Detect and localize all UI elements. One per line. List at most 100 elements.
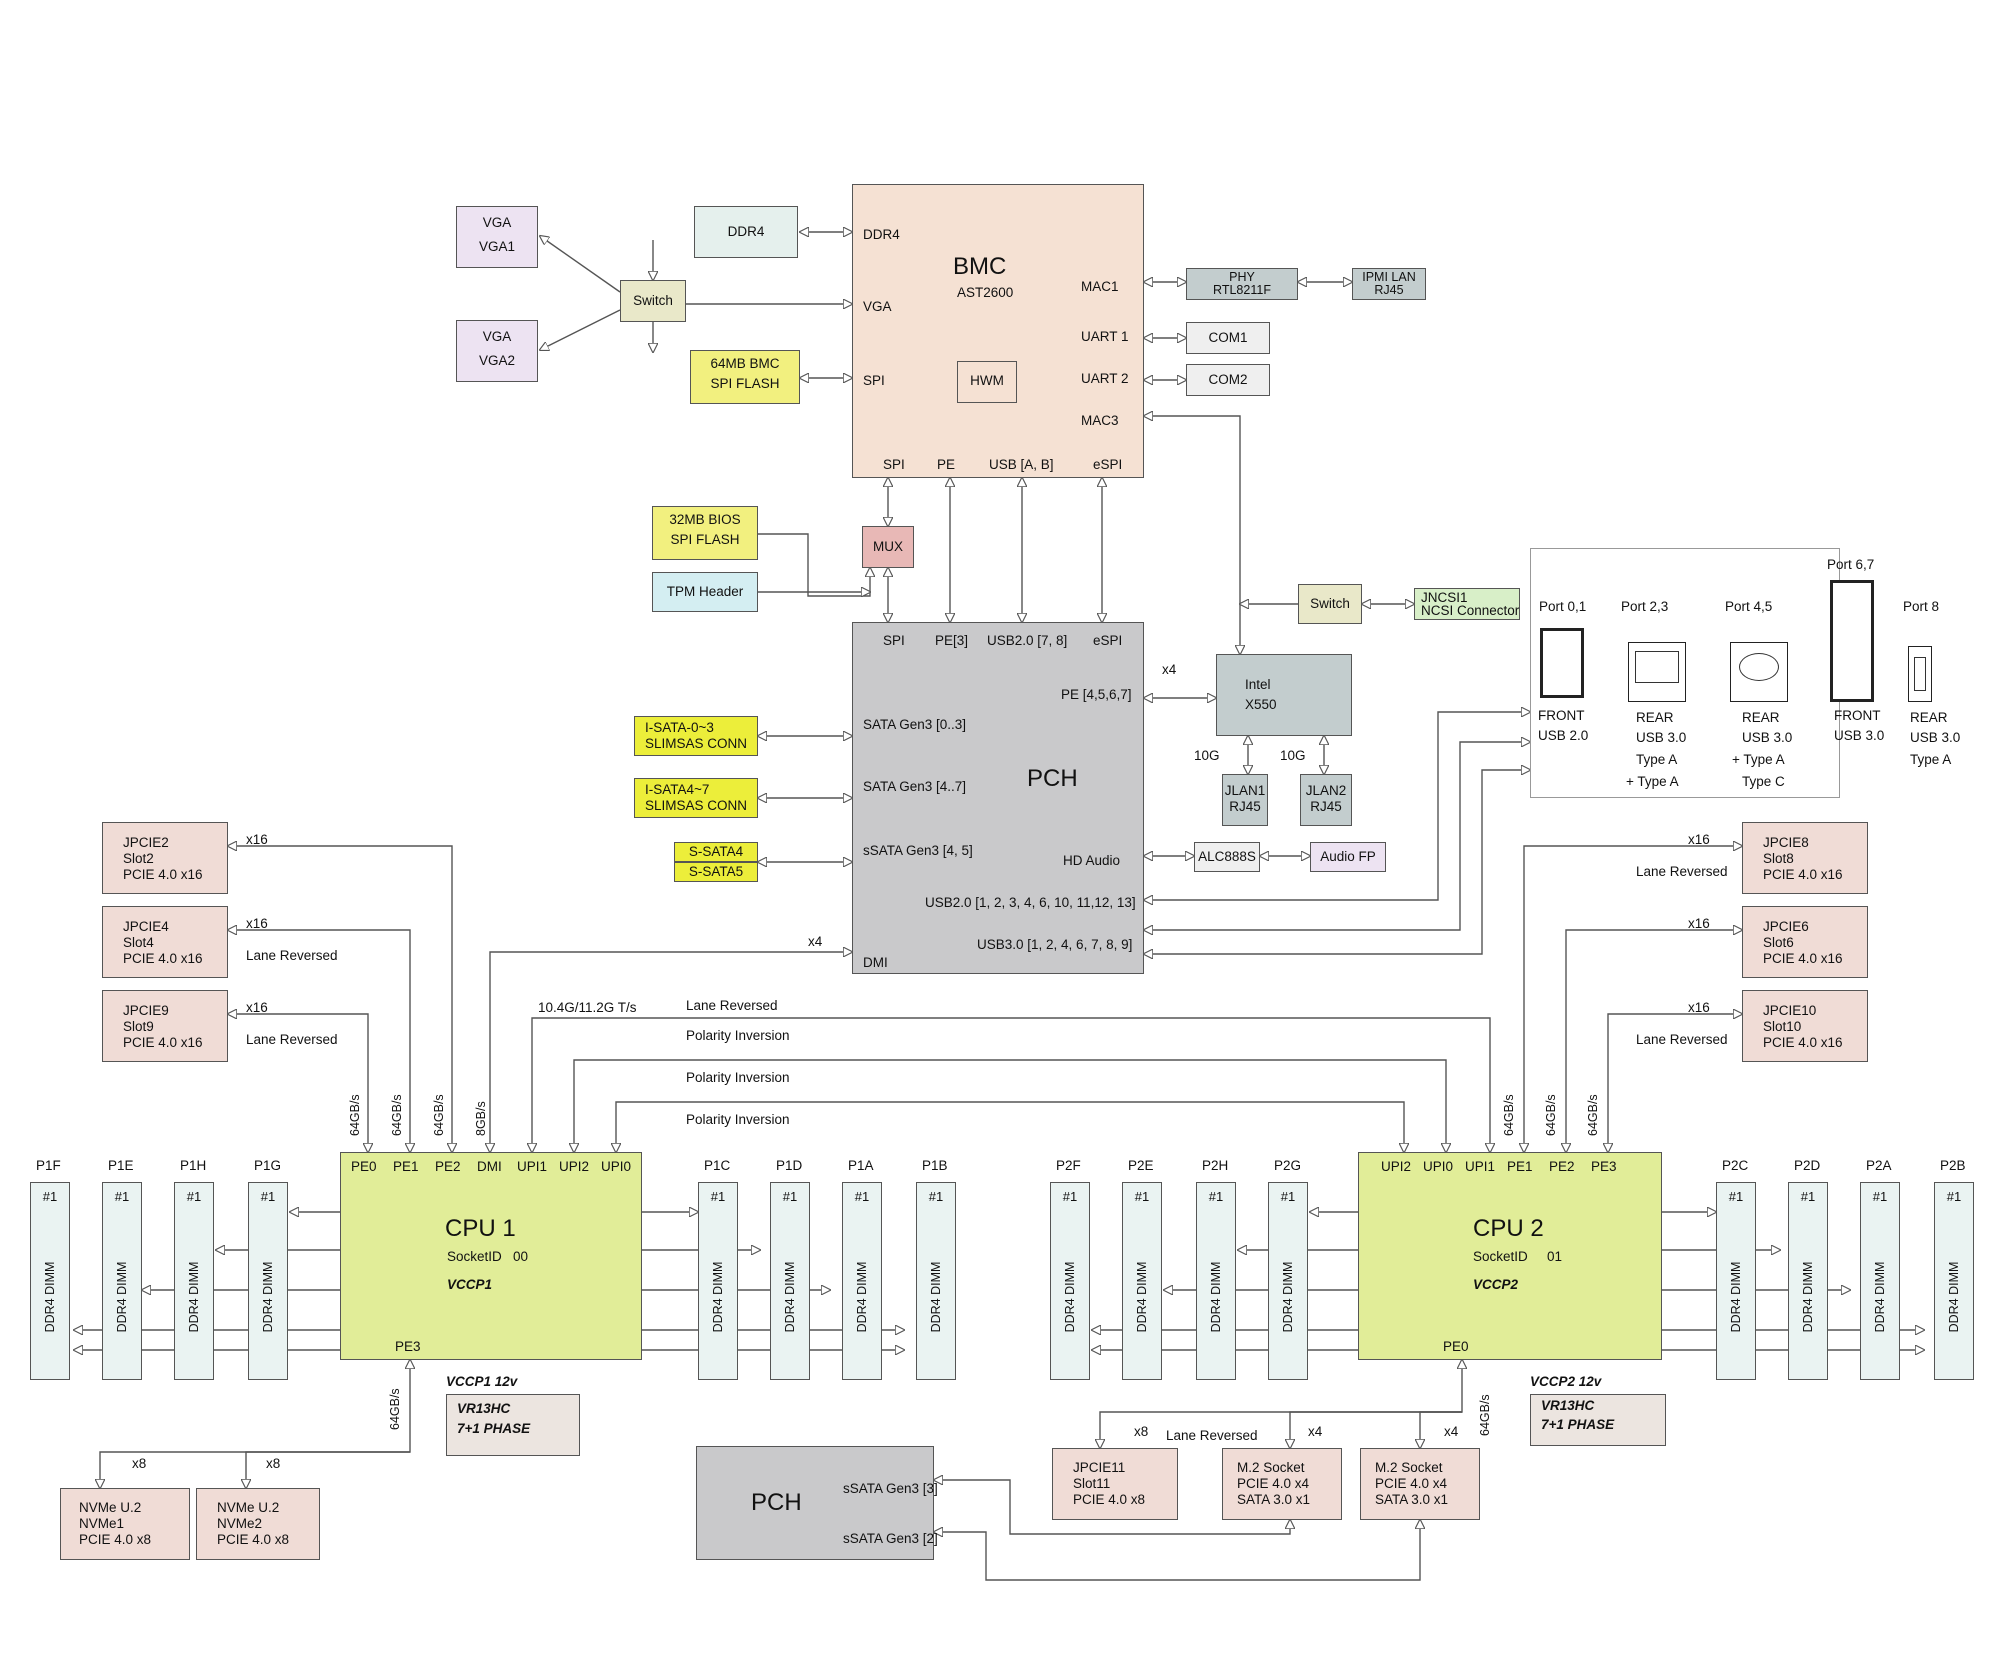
connection-line-65	[1290, 1411, 1462, 1448]
connection-line-35	[228, 1014, 368, 1152]
dimm-cpu1-label-p1d: P1D	[776, 1158, 803, 1173]
bmc-title: BMC	[953, 253, 1007, 280]
jpcie8-width: x16	[1688, 832, 1710, 847]
pch-usb3: USB3.0 [1, 2, 4, 6, 7, 8, 9]	[977, 937, 1133, 952]
vr2-head: VCCP2 12v	[1530, 1374, 1602, 1389]
dimm-type-label: DDR4 DIMM	[1063, 1261, 1077, 1333]
pch-sata03: SATA Gen3 [0..3]	[863, 717, 967, 732]
bw-c1-dmi: 8GB/s	[474, 1101, 488, 1136]
bmc-spi-flash-line1: 64MB BMC	[710, 356, 780, 371]
dimm-cpu2-label-p2e: P2E	[1128, 1158, 1154, 1173]
dimm-slot-number: #1	[186, 1189, 202, 1204]
cpu1-port-dmi: DMI	[477, 1159, 502, 1174]
jpcie9-l1: JPCIE9	[123, 1003, 169, 1018]
dimm-cpu2-label-p2d: P2D	[1794, 1158, 1821, 1173]
connection-line-66	[1420, 1411, 1462, 1448]
jpcie8-l3: PCIE 4.0 x16	[1763, 867, 1843, 882]
vr2-l2: 7+1 PHASE	[1541, 1417, 1615, 1432]
usb23-l4: + Type A	[1626, 774, 1679, 789]
lan2-speed: 10G	[1280, 748, 1306, 763]
upi-polarity-3: Polarity Inversion	[686, 1112, 790, 1127]
usb23-l3: Type A	[1636, 752, 1678, 767]
ssata4-label: S-SATA4	[688, 844, 744, 859]
ncsi-switch: Switch	[1298, 584, 1362, 624]
jlan2-line1: JLAN2	[1305, 783, 1347, 798]
usb23-l1: REAR	[1636, 710, 1674, 725]
tpm-label: TPM Header	[666, 584, 744, 599]
dimm-slot-number: #1	[928, 1189, 944, 1204]
nvme2-l2: NVMe2	[217, 1516, 263, 1531]
dimm-slot-number: #1	[1872, 1189, 1888, 1204]
dimm-cpu1-label-p1a: P1A	[848, 1158, 874, 1173]
audiofp-label: Audio FP	[1320, 849, 1376, 864]
dimm-slot-number: #1	[42, 1189, 58, 1204]
jpcie9-width: x16	[246, 1000, 268, 1015]
jpcie4-l3: PCIE 4.0 x16	[123, 951, 203, 966]
connection-line-11	[1144, 416, 1240, 654]
dimm-type-label: DDR4 DIMM	[1209, 1261, 1223, 1333]
phy-line2: RTL8211F	[1213, 283, 1271, 297]
nvme1-l1: NVMe U.2	[79, 1500, 142, 1515]
vr1-l2: 7+1 PHASE	[457, 1421, 531, 1436]
pch-dmi: DMI	[863, 955, 888, 970]
dimm-cpu2-label-p2a: P2A	[1866, 1158, 1892, 1173]
cpu1-port-pe3: PE3	[395, 1339, 421, 1354]
cpu1-port-upi1: UPI1	[517, 1159, 548, 1174]
usb67-l2: USB 3.0	[1834, 728, 1885, 743]
usb45-l3: + Type A	[1732, 752, 1785, 767]
connection-line-6	[540, 309, 621, 350]
bmc-port-spi: SPI	[863, 373, 885, 388]
cpu1: CPU 1 SocketID 00 VCCP1 PE0 PE1 PE2 DMI …	[340, 1152, 642, 1360]
connection-line-36	[1524, 846, 1742, 1152]
pch-dmi-x4: x4	[808, 934, 823, 949]
bmc-port-ddr4: DDR4	[863, 227, 900, 242]
m2b-width: x4	[1444, 1424, 1459, 1439]
dimm-type-label: DDR4 DIMM	[115, 1261, 129, 1333]
cpu2-port-upi1: UPI1	[1465, 1159, 1496, 1174]
vga1-line2: VGA1	[478, 239, 516, 254]
bw-c1-pe3: 64GB/s	[388, 1388, 402, 1430]
pch-ssata: sSATA Gen3 [4, 5]	[863, 843, 973, 858]
jncsi-line1: JNCSI1	[1421, 590, 1468, 605]
jpcie6-l3: PCIE 4.0 x16	[1763, 951, 1843, 966]
mux-label: MUX	[873, 539, 903, 554]
cpu2-socket: SocketID	[1473, 1249, 1528, 1264]
pch2-title: PCH	[751, 1489, 802, 1516]
cpu2-port-pe2: PE2	[1549, 1159, 1575, 1174]
pch-pe-x4: x4	[1162, 662, 1177, 677]
cpu1-port-pe0: PE0	[351, 1159, 377, 1174]
bmc-hwm-label: HWM	[970, 373, 1004, 388]
dimm-cpu1-label-p1h: P1H	[180, 1158, 207, 1173]
nvme2-width: x8	[266, 1456, 281, 1471]
ipmi-line1: IPMI LAN	[1362, 270, 1416, 284]
dimm-cpu2-label-p2c: P2C	[1722, 1158, 1749, 1173]
bw-c2-pe2: 64GB/s	[1544, 1094, 1558, 1136]
jpcie2-l1: JPCIE2	[123, 835, 169, 850]
upi-speed: 10.4G/11.2G T/s	[538, 1000, 637, 1015]
jpcie9-note: Lane Reversed	[246, 1032, 338, 1047]
com1-label: COM1	[1208, 330, 1248, 345]
usb-front-3-icon	[1830, 580, 1874, 702]
cpu1-port-upi2: UPI2	[559, 1159, 590, 1174]
pch-top-pe: PE[3]	[935, 633, 969, 648]
dimm-cpu1-label-p1e: P1E	[108, 1158, 134, 1173]
usb-rear-typec-icon	[1730, 642, 1788, 702]
dimm-type-label: DDR4 DIMM	[1873, 1261, 1887, 1333]
